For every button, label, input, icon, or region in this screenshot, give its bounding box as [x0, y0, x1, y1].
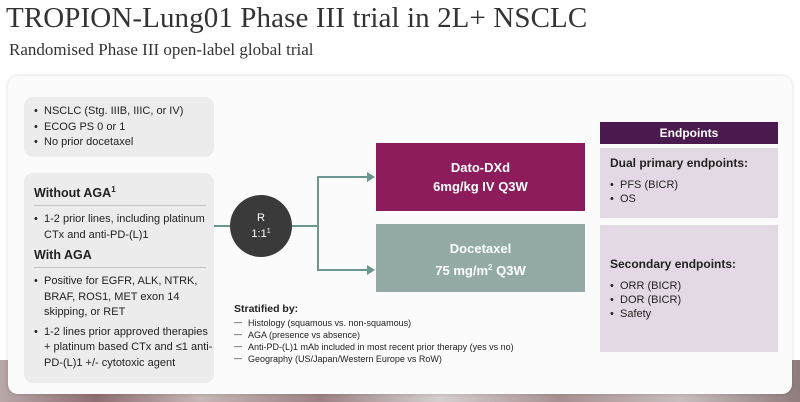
without-aga-heading: Without AGA1: [34, 185, 116, 200]
stratification-item: Geography (US/Japan/Western Europe vs Ro…: [234, 353, 574, 365]
footnote-marker: 1: [111, 185, 116, 194]
criteria-item: No prior docetaxel: [34, 135, 214, 151]
connector-line-lower: [317, 269, 367, 271]
arrow-head-icon: [367, 172, 375, 182]
endpoints-header: Endpoints: [600, 122, 778, 144]
stratification-section: Stratified by: Histology (squamous vs. n…: [234, 303, 574, 365]
endpoint-item: Safety: [610, 307, 778, 321]
footnote-marker: 1: [266, 228, 271, 235]
connector-line-upper: [317, 176, 367, 178]
page-subtitle: Randomised Phase III open-label global t…: [9, 40, 314, 59]
with-aga-heading: With AGA: [34, 248, 92, 262]
criteria-item: Positive for EGFR, ALK, NTRK, BRAF, ROS1…: [34, 274, 214, 321]
arrow-head-icon: [367, 265, 375, 275]
connector-line-mid: [292, 225, 318, 227]
connector-line-left: [214, 225, 230, 227]
randomisation-node: R 1:11: [230, 195, 292, 257]
randomisation-ratio: 1:11: [251, 228, 271, 240]
endpoint-item: OS: [610, 192, 778, 206]
eligibility-criteria-box: NSCLC (Stg. IIIB, IIIC, or IV) ECOG PS 0…: [24, 97, 214, 157]
criteria-item: 1-2 prior lines, including platinum CTx …: [34, 212, 214, 243]
arm-name: Dato-DXd: [450, 160, 511, 175]
endpoint-item: PFS (BICR): [610, 178, 778, 192]
page-title: TROPION-Lung01 Phase III trial in 2L+ NS…: [6, 2, 588, 34]
criteria-item: NSCLC (Stg. IIIB, IIIC, or IV): [34, 104, 214, 120]
criteria-item: 1-2 lines prior approved therapies + pla…: [34, 325, 214, 372]
treatment-arm-docetaxel: Docetaxel 75 mg/m2 Q3W: [376, 224, 585, 292]
aga-criteria-box: Without AGA1 1-2 prior lines, including …: [24, 173, 214, 383]
endpoint-item: DOR (BICR): [610, 293, 778, 307]
stratification-item: AGA (presence vs absence): [234, 329, 574, 341]
arm-name: Docetaxel: [449, 241, 512, 256]
stratification-item: Histology (squamous vs. non-squamous): [234, 317, 574, 329]
stratification-title: Stratified by:: [234, 303, 299, 315]
endpoint-item: ORR (BICR): [610, 279, 778, 293]
secondary-endpoints-box: Secondary endpoints: ORR (BICR) DOR (BIC…: [600, 225, 778, 352]
section-divider: [34, 205, 206, 206]
primary-endpoints-box: Dual primary endpoints: PFS (BICR) OS: [600, 148, 778, 218]
arm-dose: 75 mg/m2 Q3W: [435, 263, 526, 278]
treatment-arm-dato-dxd: Dato-DXd 6mg/kg IV Q3W: [376, 143, 585, 211]
connector-line-vertical: [317, 176, 319, 271]
section-divider: [34, 267, 206, 268]
secondary-endpoints-title: Secondary endpoints:: [610, 257, 737, 271]
arm-dose: 6mg/kg IV Q3W: [433, 179, 528, 194]
criteria-item: ECOG PS 0 or 1: [34, 120, 214, 136]
primary-endpoints-title: Dual primary endpoints:: [610, 156, 749, 170]
stratification-item: Anti-PD-(L)1 mAb included in most recent…: [234, 341, 574, 353]
randomisation-label: R: [257, 212, 265, 224]
